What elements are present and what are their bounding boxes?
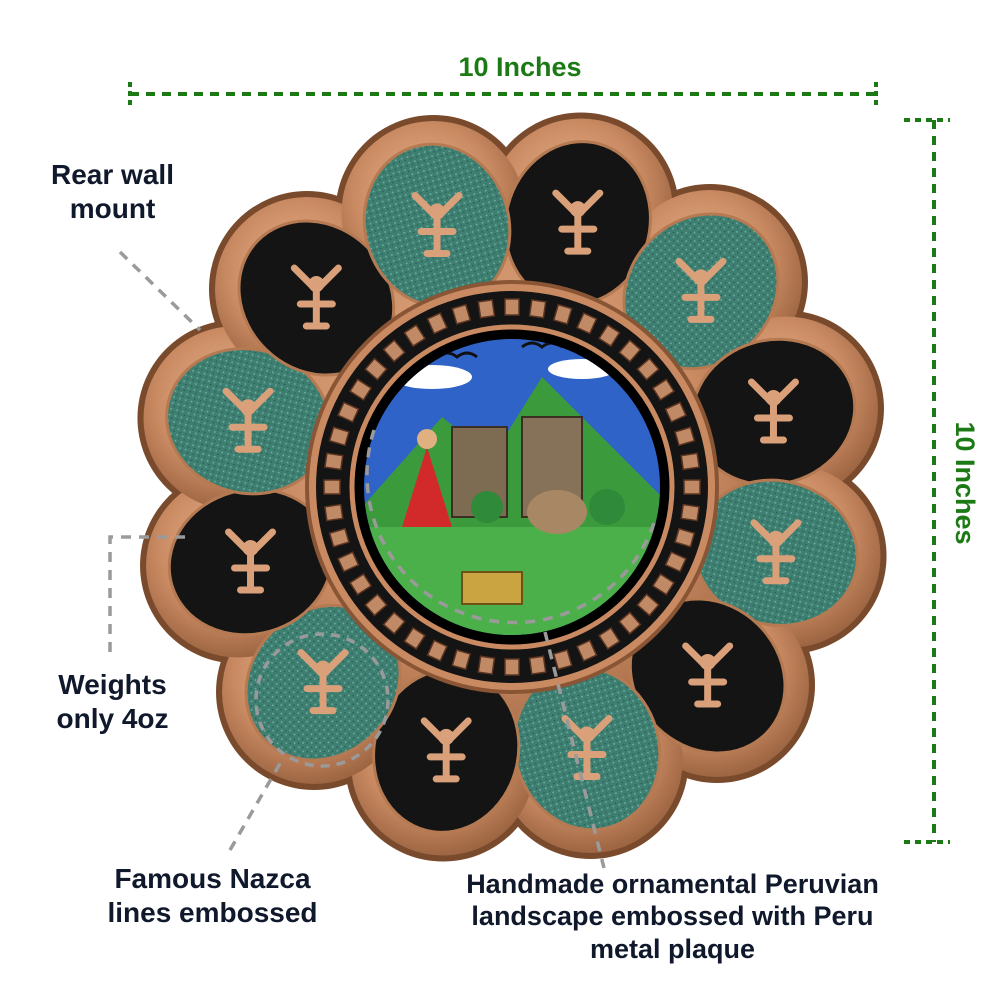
plate-panel — [167, 487, 334, 637]
nazca-line-1: Famous Nazca — [114, 863, 311, 894]
flower-icon — [420, 717, 472, 783]
peru-plaque-icon — [461, 571, 523, 605]
weight-leader — [108, 535, 185, 660]
plate-panel — [692, 478, 859, 627]
width-dimension-label: 10 Inches — [458, 52, 582, 82]
height-dimension — [904, 118, 950, 844]
bird-icon — [225, 528, 277, 594]
decorative-plate — [137, 112, 887, 862]
rear-mount-line-1: Rear wall — [51, 159, 174, 190]
weight-callout: Weights only 4oz — [35, 668, 190, 735]
weight-line-1: Weights — [58, 669, 167, 700]
rear-mount-leader — [118, 250, 202, 332]
llama-icon — [527, 490, 587, 534]
plate-panel — [690, 337, 857, 487]
spider-icon — [561, 714, 613, 780]
nazca-line-2: lines embossed — [107, 896, 318, 928]
rear-mount-line-2: mount — [69, 192, 156, 224]
nazca-callout: Famous Nazca lines embossed — [80, 862, 345, 929]
plate-panel — [362, 142, 512, 309]
sprout-icon — [675, 257, 727, 323]
fish-icon — [222, 387, 274, 453]
landscape-scene — [364, 339, 660, 635]
tooth-ring — [323, 298, 701, 676]
seaweed-icon — [290, 264, 342, 330]
plate-panel — [244, 603, 402, 762]
lizard-icon — [682, 642, 734, 708]
monkey-icon — [750, 519, 802, 585]
landscape-line-2: landscape embossed with Peru — [471, 901, 874, 932]
deer-icon — [552, 189, 604, 255]
weight-line-2: only 4oz — [56, 702, 169, 734]
landscape-line-3: metal plaque — [589, 933, 756, 964]
plate-panel — [237, 219, 396, 377]
leader-lines — [108, 250, 657, 869]
landscape-line-1: Handmade ornamental Peruvian — [466, 869, 879, 899]
cactus-icon — [471, 491, 503, 523]
woman-figure-icon — [402, 447, 452, 527]
tree-icon — [747, 378, 799, 444]
rear-mount-callout: Rear wall mount — [30, 158, 195, 225]
cactus-icon — [589, 489, 625, 525]
width-dimension — [128, 82, 878, 108]
landscape-leader — [543, 631, 606, 869]
nazca-highlight-circle — [254, 632, 390, 768]
plate-panel — [512, 665, 662, 832]
hummingbird-icon — [297, 649, 349, 715]
height-dimension-label: 10 Inches — [950, 421, 980, 545]
dog-icon — [411, 192, 463, 258]
landscape-callout: Handmade ornamental Peruvian landscape e… — [410, 868, 935, 965]
